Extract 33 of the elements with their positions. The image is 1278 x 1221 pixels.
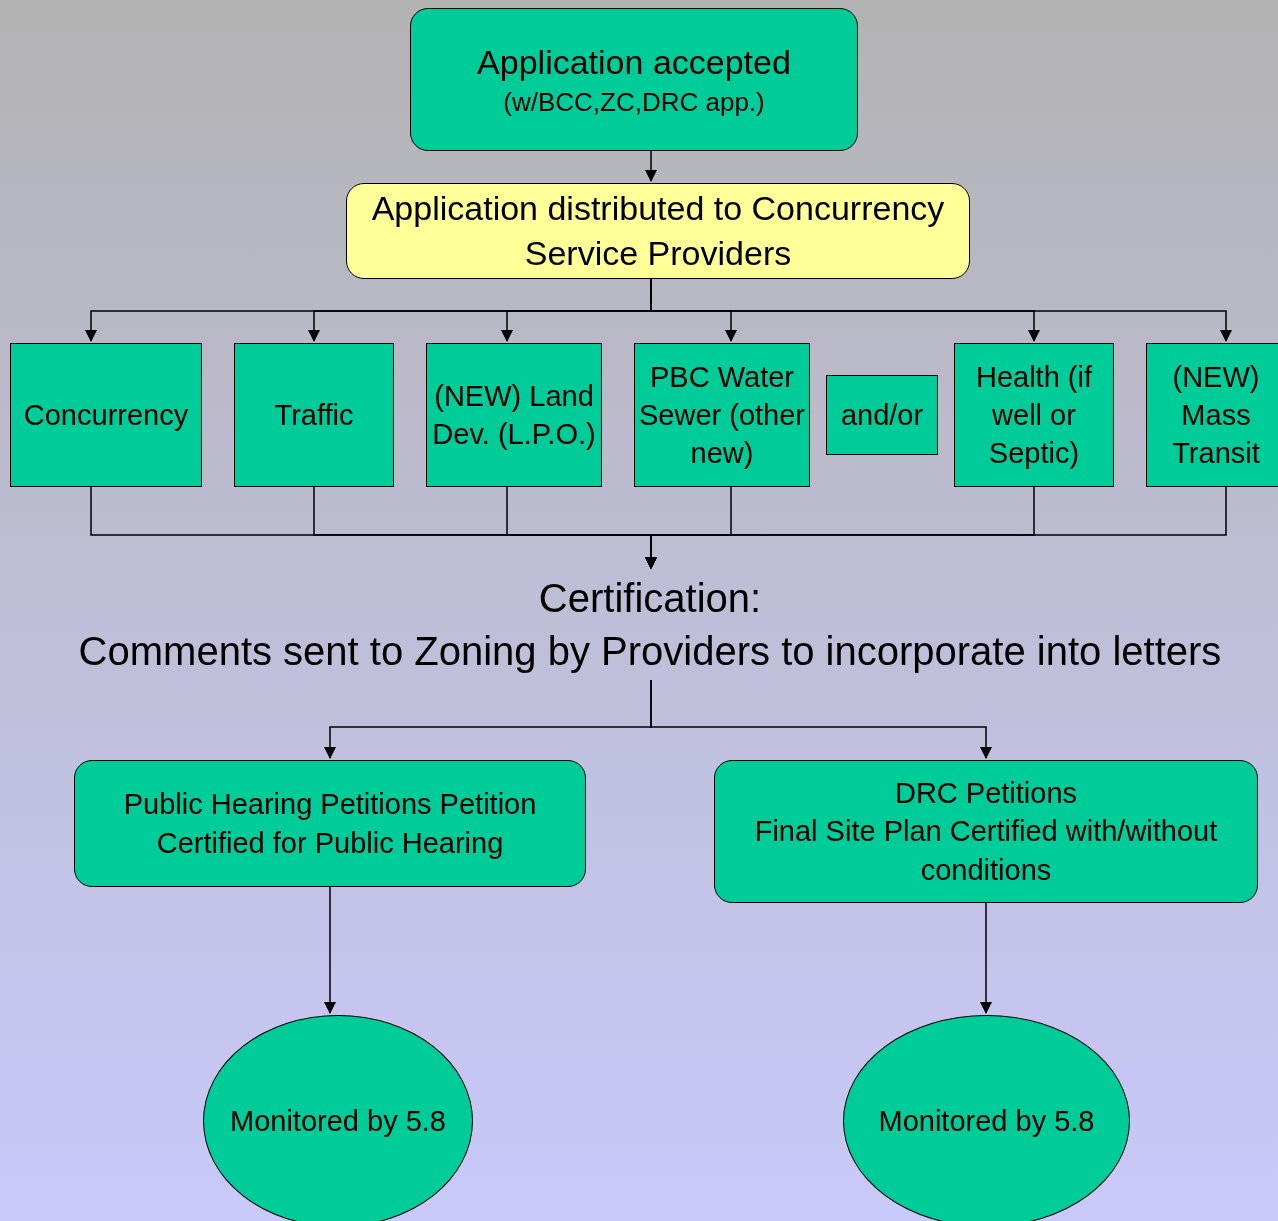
node-text: (w/BCC,ZC,DRC app.)	[503, 85, 765, 119]
node-text: Concurrency	[23, 397, 189, 433]
node-text: (NEW) Land Dev. (L.P.O.)	[431, 378, 597, 452]
node-text: Final Site Plan Certified with/without conditions	[753, 814, 1219, 888]
process-box	[234, 343, 394, 487]
node-text: Health (if well or Septic)	[974, 359, 1093, 472]
heading-text: Certification:	[538, 575, 762, 623]
arrow	[980, 902, 992, 1014]
connector-box	[826, 375, 938, 455]
node-text: (NEW) Mass Transit	[1171, 359, 1261, 472]
arrow	[324, 886, 336, 1014]
process-box	[426, 343, 602, 487]
process-box	[346, 183, 970, 279]
node-text: Traffic	[274, 397, 354, 433]
process-box	[1146, 343, 1278, 487]
node-text: Application accepted	[477, 41, 791, 83]
node-text: and/or	[840, 397, 924, 433]
process-box	[954, 343, 1114, 487]
process-box	[10, 343, 202, 487]
node-text: PBC Water Sewer (other new)	[639, 359, 805, 472]
process-box	[714, 760, 1258, 903]
process-box	[74, 760, 586, 887]
arrow	[645, 486, 1227, 569]
node-text: Monitored by 5.8	[878, 1103, 1095, 1139]
node-text: Public Hearing Petitions Petition Certified for Public Hearing	[122, 787, 538, 861]
node-text: Application distributed to Concurrency Service Providers	[370, 188, 946, 274]
node-text: Monitored by 5.8	[230, 1103, 446, 1139]
heading-text: Comments sent to Zoning by Providers to incorporate into letters	[78, 628, 1222, 675]
process-box	[410, 8, 858, 151]
arrow	[650, 679, 992, 759]
node-text: DRC Petitions	[894, 776, 1078, 812]
arrow	[645, 150, 657, 182]
process-box	[634, 343, 810, 487]
